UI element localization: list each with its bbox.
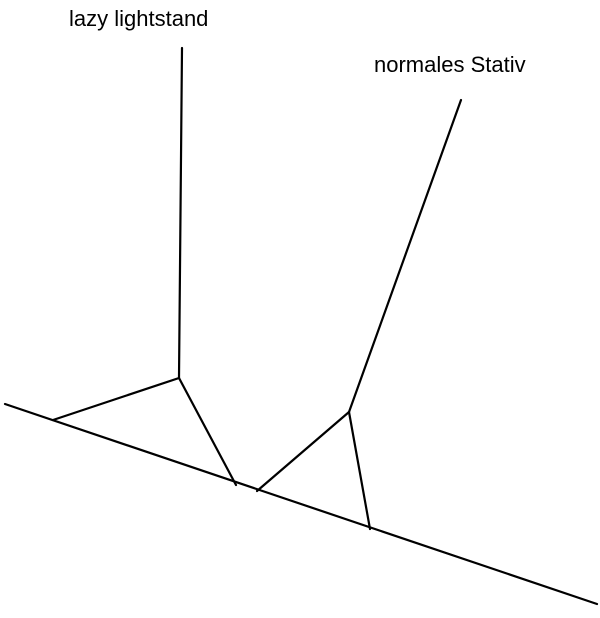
lazy-lightstand-pole	[177, 46, 184, 380]
normal-stand-pole	[347, 98, 463, 414]
label-normal-stand: normales Stativ	[374, 52, 526, 77]
lazy-lightstand-leg-left	[51, 376, 181, 422]
label-lazy-lightstand: lazy lightstand	[69, 6, 209, 31]
normal-stand-leg-right	[347, 410, 372, 531]
normal-stand-leg-left	[255, 410, 351, 493]
ground-slope-line	[3, 402, 599, 606]
lazy-lightstand-leg-right	[177, 376, 238, 487]
